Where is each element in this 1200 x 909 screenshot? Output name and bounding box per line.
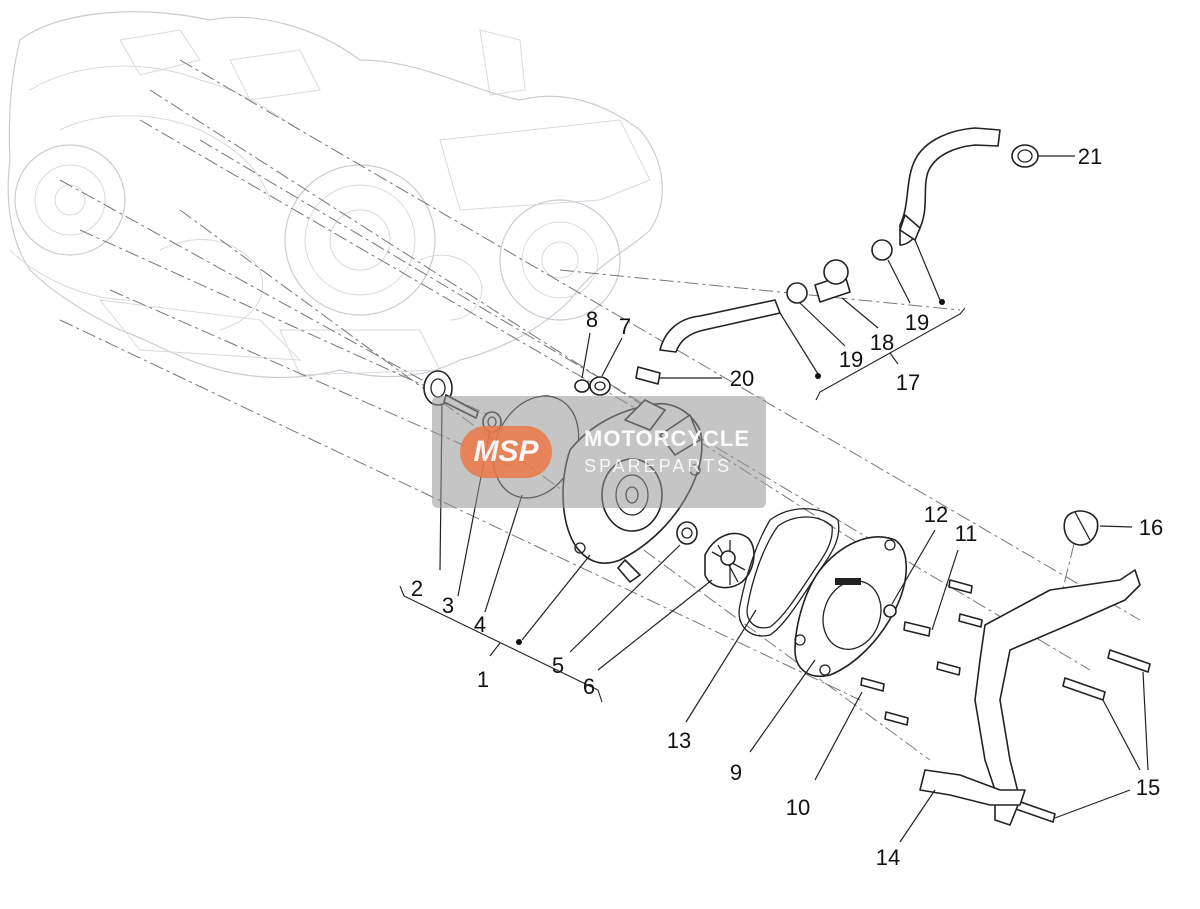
callout-10: 10 <box>786 795 810 820</box>
part-screws <box>860 579 983 726</box>
group-bracket-17 <box>815 299 966 401</box>
part-ring-7 <box>589 376 611 396</box>
callout-15: 15 <box>1136 775 1160 800</box>
watermark-line2: SPAREPARTS <box>584 456 733 476</box>
callout-8: 8 <box>586 307 598 332</box>
part-seal <box>676 521 698 545</box>
callout-1: 1 <box>477 667 489 692</box>
part-clamp-19b <box>871 239 893 261</box>
callout-16: 16 <box>1139 515 1163 540</box>
part-clamp-19a <box>786 282 808 304</box>
callout-19-left: 19 <box>839 347 863 372</box>
part-sleeve <box>635 366 661 385</box>
part-clamp-21 <box>1011 144 1039 168</box>
part-hose-lower <box>659 299 781 353</box>
callout-11: 11 <box>955 521 978 546</box>
part-pump-cover <box>794 536 908 677</box>
watermark: MSP MOTORCYCLE SPAREPARTS <box>432 396 766 508</box>
part-washer-12 <box>883 604 897 618</box>
callout-17: 17 <box>896 370 920 395</box>
part-impeller <box>704 532 755 589</box>
callout-18: 18 <box>870 330 894 355</box>
part-screw-11 <box>903 621 931 637</box>
callout-12: 12 <box>924 502 948 527</box>
part-bolts-15 <box>1012 649 1151 823</box>
part-bracket <box>919 569 1141 826</box>
callout-20: 20 <box>730 366 754 391</box>
callout-2: 2 <box>411 576 423 601</box>
callout-4: 4 <box>474 612 486 637</box>
callout-9: 9 <box>730 760 742 785</box>
callout-13: 13 <box>667 728 691 753</box>
callout-7: 7 <box>619 314 631 339</box>
group-bracket-1 <box>399 585 603 703</box>
watermark-logo: MSP <box>460 426 552 478</box>
callout-3: 3 <box>442 593 454 618</box>
callout-19-right: 19 <box>905 310 929 335</box>
part-washer-8 <box>574 379 590 393</box>
part-valve-18 <box>814 259 851 303</box>
part-gasket <box>738 508 840 637</box>
watermark-line1: MOTORCYCLE <box>584 426 751 451</box>
callout-14: 14 <box>876 845 900 870</box>
part-clip-16 <box>1063 510 1099 546</box>
callout-5: 5 <box>552 653 564 678</box>
engine-ghost-outline <box>7 11 663 379</box>
part-hose-upper <box>899 127 1001 246</box>
callout-labels: 1 2 3 4 5 6 7 8 9 10 11 12 13 14 15 16 1… <box>411 144 1163 870</box>
callout-6: 6 <box>583 674 595 699</box>
callout-21: 21 <box>1078 144 1102 169</box>
